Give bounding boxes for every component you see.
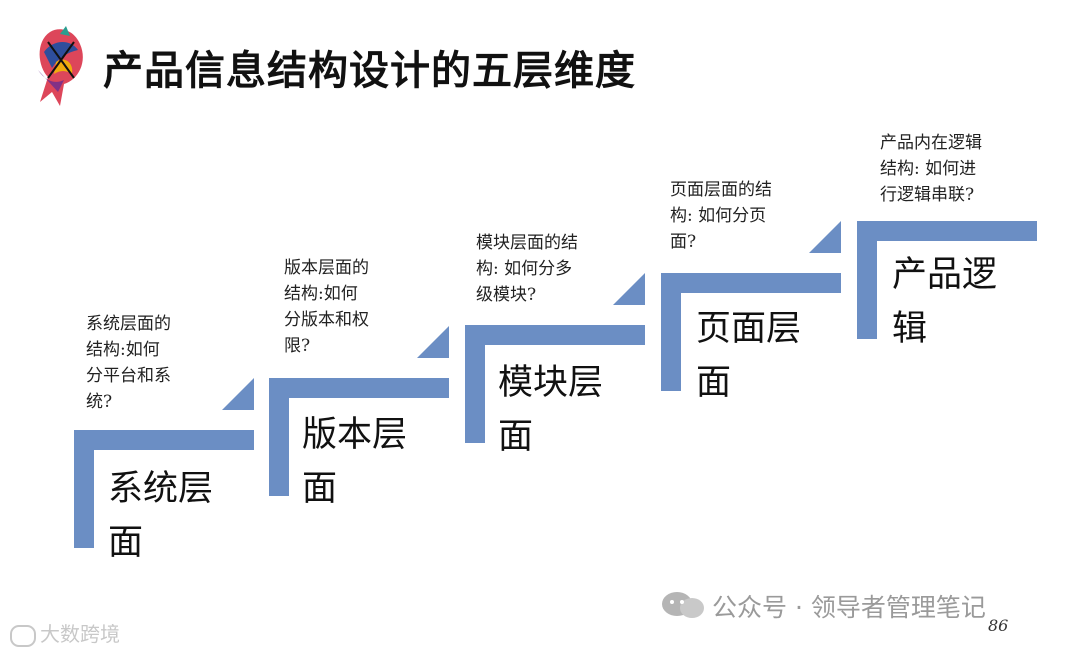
step-1-vertical-bar <box>74 430 94 548</box>
step-3-description: 模块层面的结构: 如何分多级模块? <box>476 233 578 305</box>
step-3-label: 模块层面 <box>498 363 604 457</box>
wechat-icon <box>662 592 704 618</box>
footer-brand: 大数跨境 <box>10 618 120 647</box>
step-1-horizontal-bar <box>74 430 254 450</box>
step-3-horizontal-bar <box>465 325 645 345</box>
step-5-label: 产品逻辑 <box>892 255 998 349</box>
step-5-vertical-bar <box>857 221 877 339</box>
step-5-description: 产品内在逻辑结构: 如何进行逻辑串联? <box>880 133 982 205</box>
step-2-triangle <box>417 326 449 358</box>
step-1-triangle <box>222 378 254 410</box>
colorful-figure-logo-icon <box>38 26 83 106</box>
step-4-description: 页面层面的结构: 如何分页面? <box>670 180 772 252</box>
step-4-horizontal-bar <box>661 273 841 293</box>
step-2-horizontal-bar <box>269 378 449 398</box>
step-4-label: 页面层面 <box>696 309 802 403</box>
page-number: 86 <box>988 616 1009 635</box>
step-5-horizontal-bar <box>857 221 1037 241</box>
step-3-vertical-bar <box>465 325 485 443</box>
step-2-label: 版本层面 <box>302 415 408 509</box>
step-2-vertical-bar <box>269 378 289 496</box>
step-4-vertical-bar <box>661 273 681 391</box>
step-1-label: 系统层面 <box>108 469 214 563</box>
step-4-triangle <box>809 221 841 253</box>
brand-icon <box>10 624 36 647</box>
watermark-text: 公众号 · 领导者管理笔记 <box>712 593 986 622</box>
step-1-description: 系统层面的结构:如何分平台和系统? <box>86 314 171 412</box>
page-title: 产品信息结构设计的五层维度 <box>103 48 636 94</box>
step-3-triangle <box>613 273 645 305</box>
step-2-description: 版本层面的结构:如何分版本和权限? <box>284 258 369 356</box>
